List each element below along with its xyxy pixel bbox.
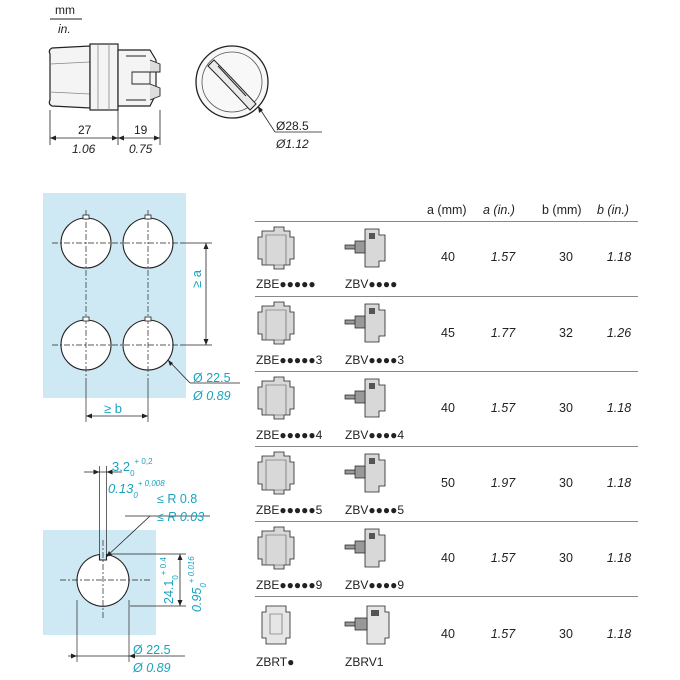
b-mm-value: 32 [559,326,573,340]
notch-mm-value: 3.2 [112,459,131,474]
layout-dia-in: Ø 0.89 [193,389,231,403]
zbv-label: ZBV●●●●5 [345,503,405,517]
table-rule-1 [255,296,638,297]
front-dia-mm: Ø28.5 [276,119,309,133]
zbv-label: ZBRV1 [345,655,384,669]
cutout-radius-mm: ≤ R 0.8 [157,492,198,506]
a-in-value: 1.97 [490,476,516,490]
cutout-dia-in: Ø 0.89 [133,661,171,675]
b-in-value: 1.18 [606,627,632,641]
cutout-dia-mm: Ø 22.5 [133,643,171,657]
notch-mm-tol-sup: + 0,2 [134,457,153,466]
front-dia-in: Ø1.12 [276,137,309,151]
table-rule-5 [255,596,638,597]
a-mm-value: 40 [441,627,455,641]
zbe-label: ZBE●●●●●3 [256,353,323,367]
cutout-radius-in: ≤ R 0.03 [157,510,205,524]
b-in-value: 1.18 [606,250,632,264]
side-dim2-in: 0.75 [129,142,153,156]
a-mm-value: 50 [441,476,455,490]
zbv-label: ZBV●●●● [345,277,398,291]
cutout-notch-mm: 3.20 + 0,2 [112,457,153,478]
a-in-value: 1.77 [490,326,516,340]
b-in-value: 1.18 [606,476,632,490]
table-rule-3 [255,446,638,447]
units-in: in. [58,22,71,36]
zbv-label: ZBV●●●●3 [345,353,405,367]
b-mm-value: 30 [559,476,573,490]
side-dim2-mm: 19 [134,123,148,137]
b-in-value: 1.26 [606,326,632,340]
zbe-label: ZBE●●●●●9 [256,578,323,592]
a-in-value: 1.57 [490,401,516,415]
notch-in-tol-sub: 0 [133,491,138,500]
side-dim1-in: 1.06 [72,142,96,156]
b-in-value: 1.18 [606,551,632,565]
notch-in-value: 0.13 [108,481,134,496]
zbe-label: ZBRT● [256,655,295,669]
table-rule-2 [255,371,638,372]
a-mm-value: 40 [441,551,455,565]
header-a-in: a (in.) [483,203,515,217]
b-mm-value: 30 [559,250,573,264]
layout-dia-mm: Ø 22.5 [193,371,231,385]
zbv-label: ZBV●●●●9 [345,578,405,592]
b-mm-value: 30 [559,401,573,415]
a-mm-value: 40 [441,250,455,264]
a-in-value: 1.57 [490,551,516,565]
notch-in-tol-sup: + 0,008 [137,479,165,488]
zbv-label: ZBV●●●●4 [345,428,405,442]
cutout-notch-in: 0.130 + 0,008 [108,479,165,500]
b-in-value: 1.18 [606,401,632,415]
a-mm-value: 40 [441,401,455,415]
units-mm: mm [55,3,75,17]
table-rule-top [255,221,638,222]
b-mm-value: 30 [559,551,573,565]
a-in-value: 1.57 [490,627,516,641]
notch-mm-tol-sub: 0 [130,469,135,478]
header-a-mm: a (mm) [427,203,467,217]
header-b-mm: b (mm) [542,203,582,217]
header-b-in: b (in.) [597,203,629,217]
b-mm-value: 30 [559,627,573,641]
a-mm-value: 45 [441,326,455,340]
side-dim1-mm: 27 [78,123,92,137]
zbe-label: ZBE●●●●●5 [256,503,323,517]
zbe-label: ZBE●●●●● [256,277,316,291]
a-in-value: 1.57 [490,250,516,264]
zbe-label: ZBE●●●●●4 [256,428,323,442]
layout-ge-b: ≥ b [104,401,122,416]
table-rule-4 [255,521,638,522]
